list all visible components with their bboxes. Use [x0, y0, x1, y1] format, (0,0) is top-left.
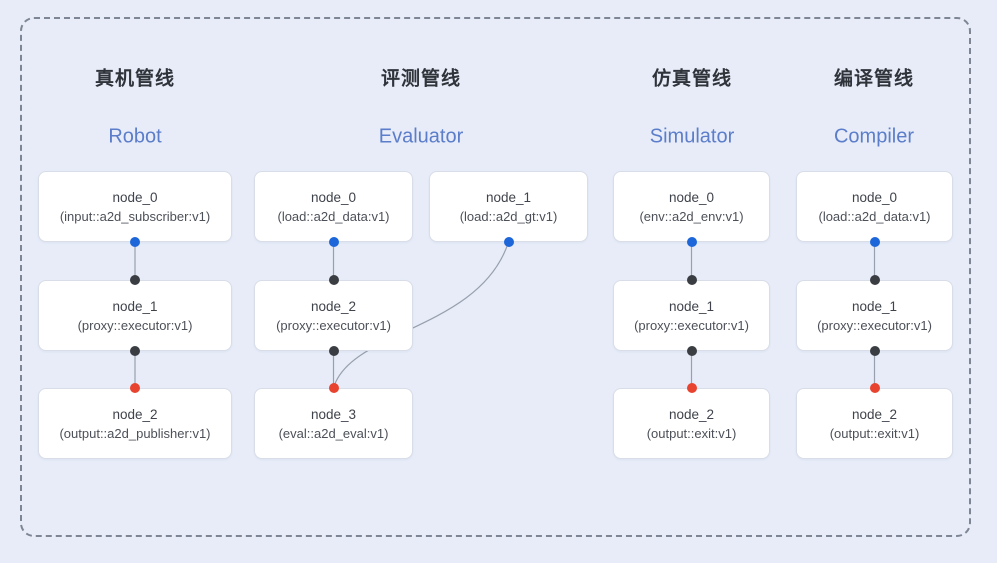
dashed-frame	[20, 17, 971, 537]
node-label: node_1	[485, 189, 532, 205]
node-sublabel: (proxy::executor:v1)	[817, 317, 932, 333]
evaluator-node-1-box: node_1(load::a2d_gt:v1)	[429, 171, 588, 242]
robot-node-2-box: node_2(output::a2d_publisher:v1)	[38, 388, 232, 459]
port-internal-dot	[869, 346, 880, 356]
node-sublabel: (input::a2d_subscriber:v1)	[59, 208, 211, 224]
port-internal-dot	[869, 275, 880, 285]
node-label: node_0	[112, 189, 158, 205]
node-sublabel: (load::a2d_data:v1)	[277, 208, 390, 224]
evaluator-node-0-box: node_0(load::a2d_data:v1)	[254, 171, 413, 242]
pipeline-title-cn-compiler: 编译管线	[833, 68, 915, 90]
node-label: node_3	[310, 406, 357, 422]
node-sublabel: (proxy::executor:v1)	[276, 317, 391, 333]
pipeline-title-en-robot: Robot	[108, 125, 162, 148]
port-input-dot	[328, 237, 339, 247]
pipeline-title-cn-simulator: 仿真管线	[651, 68, 733, 90]
port-output-dot	[869, 383, 880, 393]
robot-node-1-box: node_1(proxy::executor:v1)	[38, 280, 232, 351]
port-input-dot	[130, 237, 140, 247]
port-output-dot	[130, 383, 140, 393]
simulator-node-0-box: node_0(env::a2d_env:v1)	[613, 171, 770, 242]
node-label: node_0	[310, 189, 357, 205]
compiler-node-1-box: node_1(proxy::executor:v1)	[796, 280, 953, 351]
pipeline-title-cn-evaluator: 评测管线	[380, 68, 462, 90]
compiler-node-2-box: node_2(output::exit:v1)	[796, 388, 953, 459]
node-label: node_1	[112, 298, 158, 314]
node-sublabel: (output::exit:v1)	[829, 425, 920, 441]
node-sublabel: (output::exit:v1)	[646, 425, 737, 441]
node-label: node_0	[851, 189, 898, 205]
port-output-dot	[328, 383, 339, 393]
node-label: node_2	[112, 406, 158, 422]
node-label: node_2	[668, 406, 715, 422]
edge-evaluator-gt-curve	[332, 241, 510, 389]
evaluator-node-2-box: node_2(proxy::executor:v1)	[254, 280, 413, 351]
port-input-dot	[869, 237, 880, 247]
robot-node-0-box: node_0(input::a2d_subscriber:v1)	[38, 171, 232, 242]
port-internal-dot	[686, 275, 697, 285]
node-sublabel: (output::a2d_publisher:v1)	[59, 425, 211, 441]
port-input-dot	[686, 237, 697, 247]
simulator-node-2-box: node_2(output::exit:v1)	[613, 388, 770, 459]
pipeline-title-en-compiler: Compiler	[833, 125, 915, 148]
pipeline-title-en-simulator: Simulator	[649, 125, 735, 148]
port-output-dot	[686, 383, 697, 393]
node-label: node_0	[668, 189, 715, 205]
node-label: node_2	[310, 298, 357, 314]
evaluator-node-3-box: node_3(eval::a2d_eval:v1)	[254, 388, 413, 459]
port-internal-dot	[686, 346, 697, 356]
port-input-dot	[503, 237, 514, 247]
node-sublabel: (load::a2d_gt:v1)	[459, 208, 558, 224]
node-sublabel: (env::a2d_env:v1)	[639, 208, 744, 224]
node-sublabel: (proxy::executor:v1)	[77, 317, 193, 333]
node-sublabel: (eval::a2d_eval:v1)	[278, 425, 389, 441]
compiler-node-0-box: node_0(load::a2d_data:v1)	[796, 171, 953, 242]
node-sublabel: (load::a2d_data:v1)	[818, 208, 931, 224]
node-label: node_1	[668, 298, 715, 314]
port-internal-dot	[130, 346, 140, 356]
port-internal-dot	[130, 275, 140, 285]
node-label: node_2	[851, 406, 898, 422]
port-internal-dot	[328, 346, 339, 356]
pipeline-title-en-evaluator: Evaluator	[378, 125, 464, 148]
node-label: node_1	[851, 298, 898, 314]
pipeline-title-cn-robot: 真机管线	[94, 68, 176, 90]
port-internal-dot	[328, 275, 339, 285]
simulator-node-1-box: node_1(proxy::executor:v1)	[613, 280, 770, 351]
node-sublabel: (proxy::executor:v1)	[634, 317, 749, 333]
